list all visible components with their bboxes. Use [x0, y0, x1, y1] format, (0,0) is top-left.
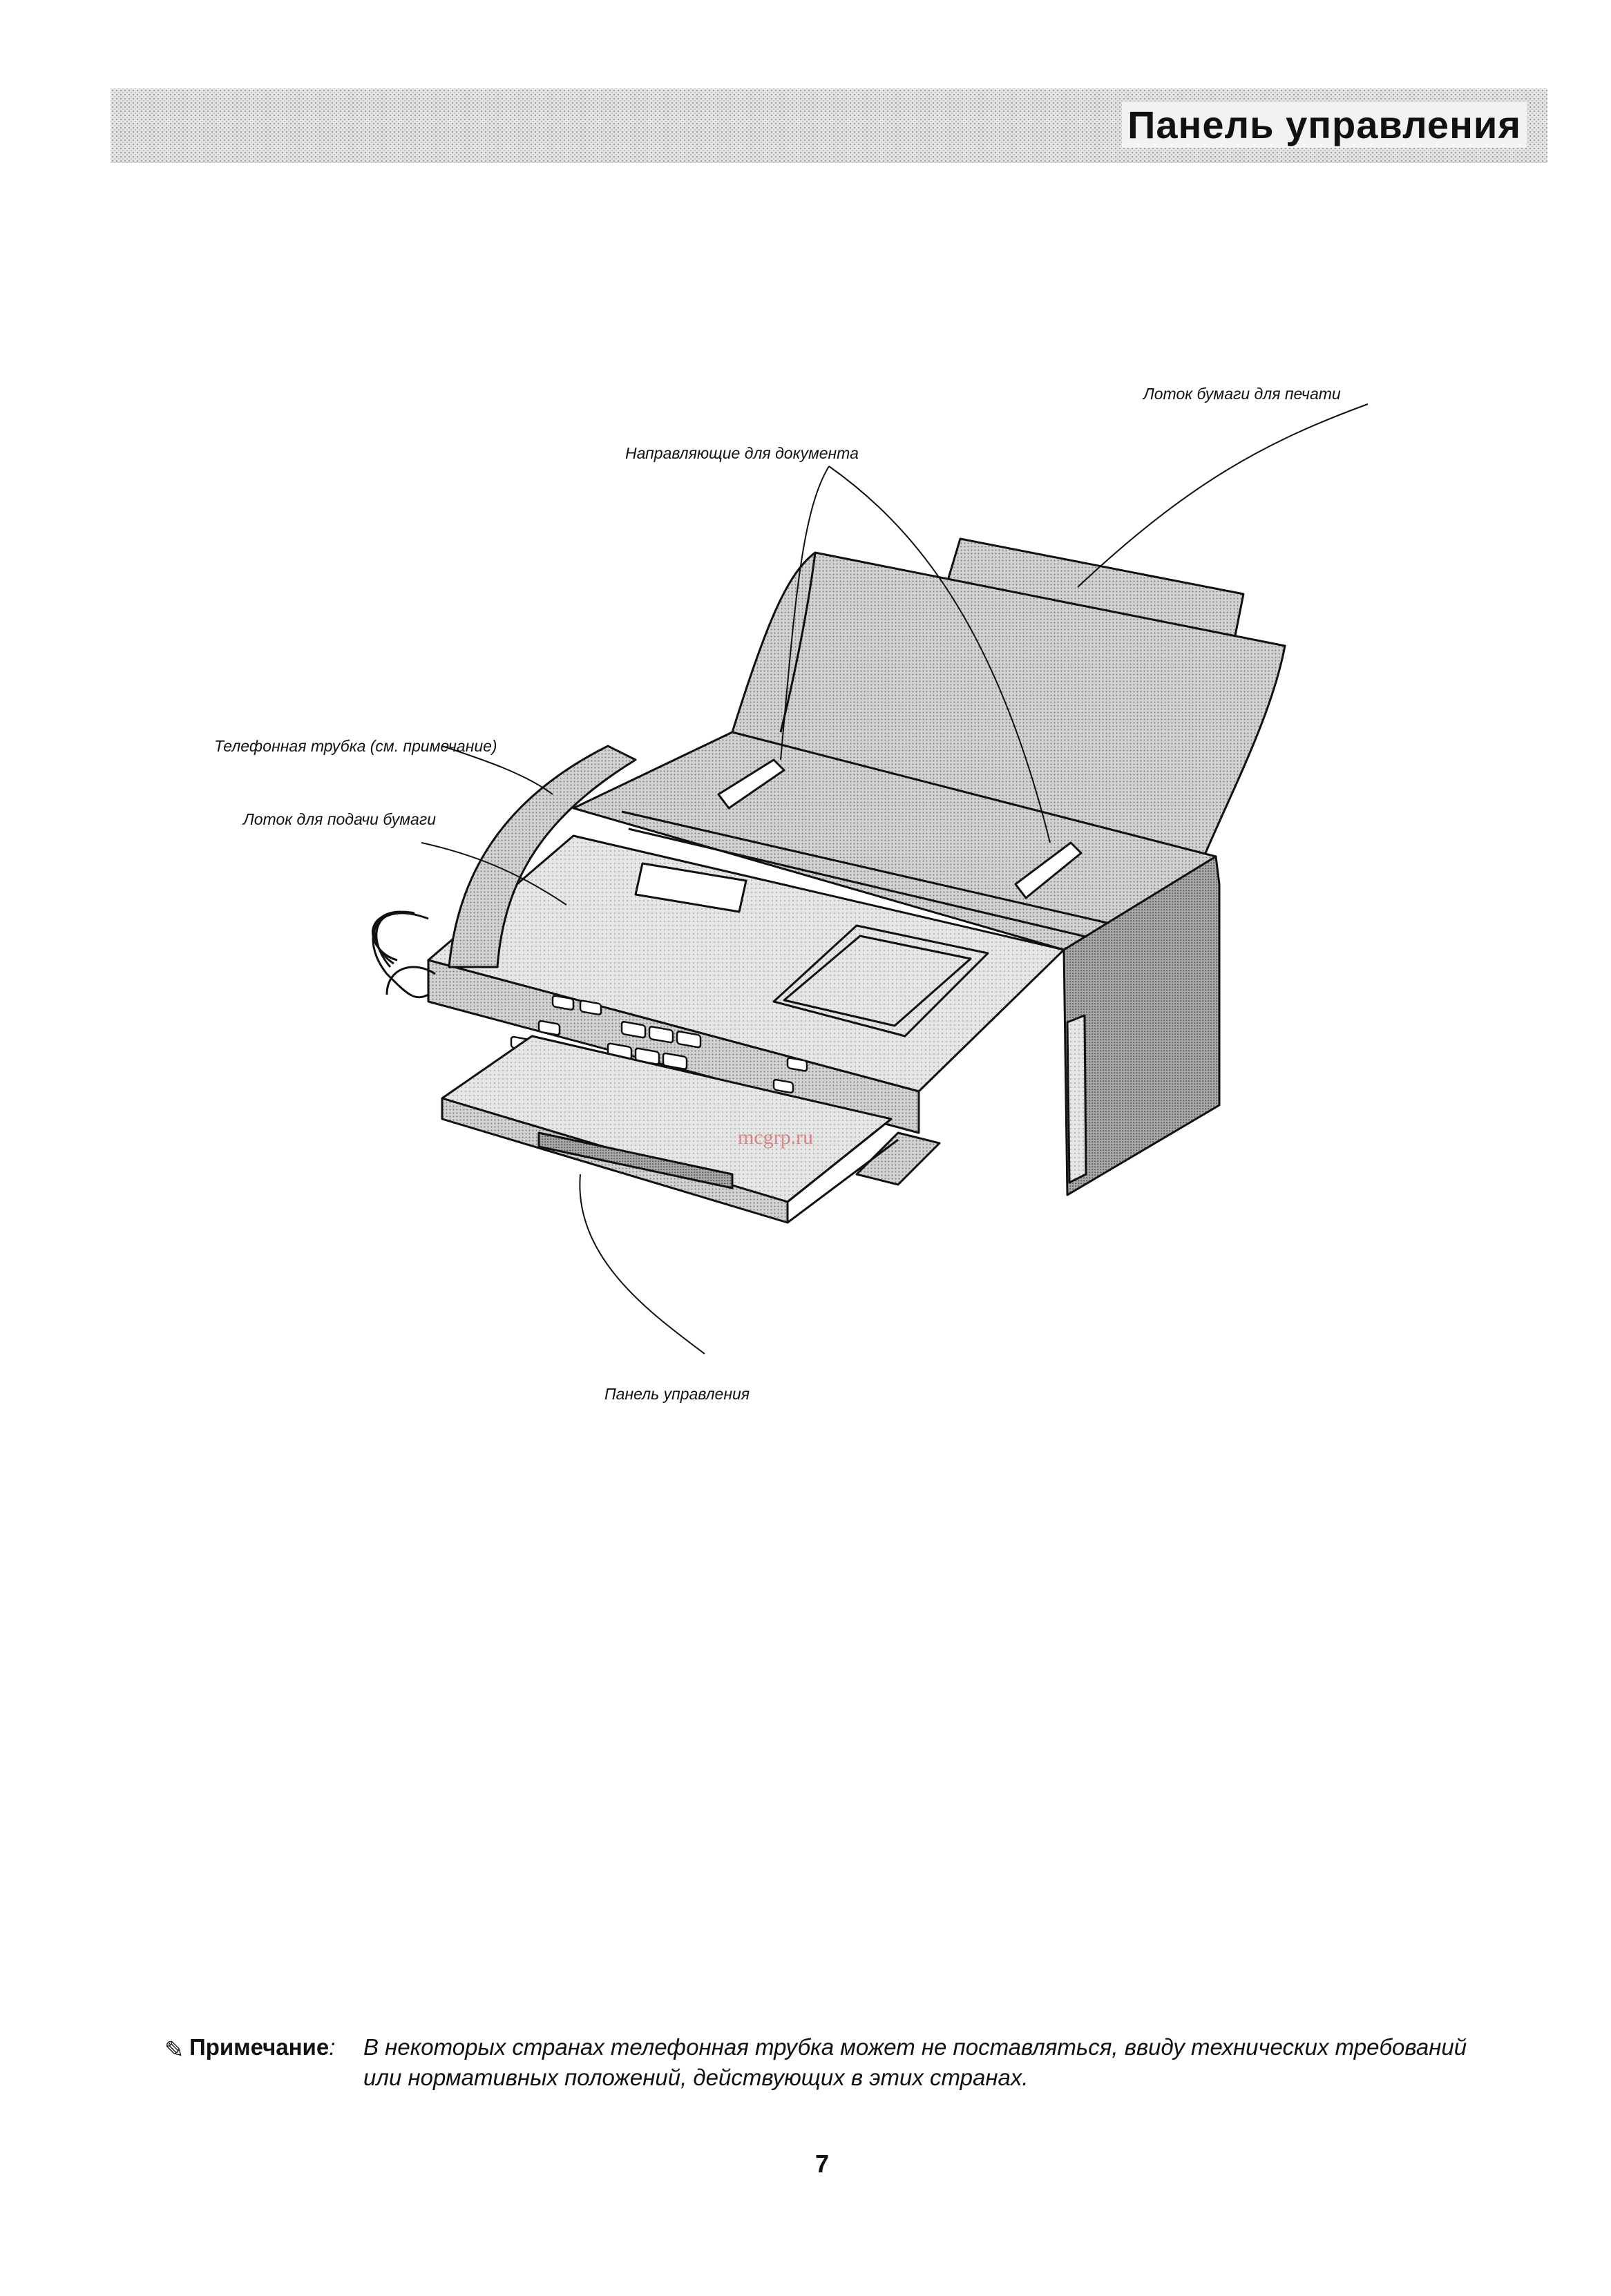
label-paper-feed-tray: Лоток для подачи бумаги [243, 810, 436, 828]
page-title: Панель управления [1122, 102, 1527, 148]
label-output-tray: Лоток бумаги для печати [1143, 385, 1341, 403]
watermark: mcgrp.ru [738, 1126, 814, 1149]
paper-feed-tray [441, 1035, 941, 1224]
label-control-panel: Панель управления [604, 1385, 750, 1403]
control-panel-face [427, 834, 1065, 1134]
note-pencil-icon: ✎ [164, 2037, 184, 2063]
header-band: Панель управления [111, 88, 1547, 163]
note-label: Примечание: [189, 2034, 336, 2060]
coiled-cord [372, 910, 429, 999]
label-document-guides: Направляющие для документа [625, 444, 859, 462]
page-number: 7 [815, 2150, 830, 2178]
document-feeder-cover [731, 551, 1286, 879]
fax-body [572, 731, 1221, 1196]
note-text: В некоторых странах телефонная трубка мо… [363, 2034, 1467, 2090]
label-handset: Телефонная трубка (см. примечание) [214, 737, 497, 755]
leader-lines [421, 403, 1369, 1355]
handset [385, 745, 637, 995]
